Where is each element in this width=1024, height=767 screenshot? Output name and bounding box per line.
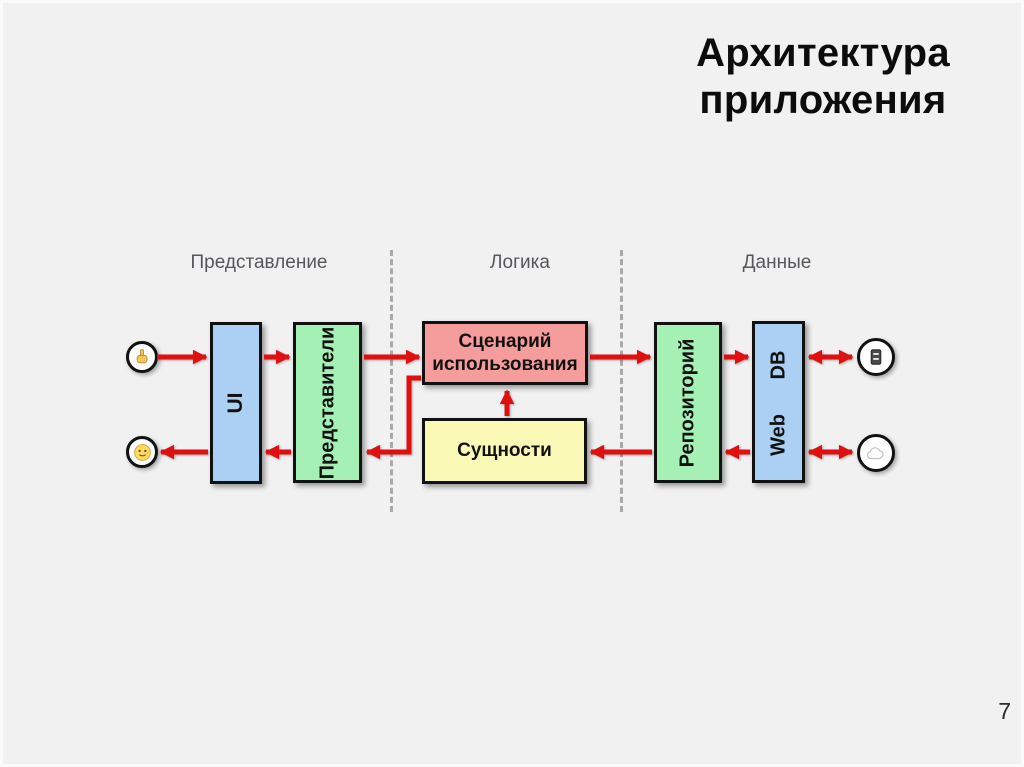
pointing-hand-icon <box>136 349 148 364</box>
database-endpoint <box>857 338 895 376</box>
title-line-1: Архитектура <box>696 31 950 75</box>
divider-presentation-logic <box>390 250 393 512</box>
node-entities-label: Сущности <box>457 440 552 461</box>
node-repository-label: Репозиторий <box>676 338 699 467</box>
user-output-endpoint <box>126 436 158 468</box>
node-web-db: DB Web <box>752 321 805 483</box>
node-presenters-label: Представители <box>316 326 338 479</box>
section-label-logic: Логика <box>490 252 550 273</box>
page-title: Архитектура приложения <box>623 30 1023 124</box>
smiley-face-icon <box>133 443 151 461</box>
file-cabinet-icon <box>870 349 882 365</box>
node-ui-label: UI <box>224 392 247 414</box>
node-db-label: DB <box>767 350 789 379</box>
cloud-icon <box>866 446 884 459</box>
node-ui: UI <box>210 322 262 484</box>
divider-logic-data <box>620 250 623 512</box>
section-label-presentation: Представление <box>190 252 328 273</box>
node-presenters: Представители <box>293 322 362 483</box>
node-use-case-label-line2: использования <box>432 354 578 375</box>
section-label-data: Данные <box>742 252 812 273</box>
node-repository: Репозиторий <box>654 322 722 483</box>
node-web-label: Web <box>767 413 789 456</box>
page-number: 7 <box>998 698 1011 724</box>
user-input-endpoint <box>126 341 158 373</box>
title-line-2: приложения <box>699 78 947 122</box>
node-use-case: Сценарий использования <box>422 321 588 385</box>
arrow-usecase-to-presenters-elbow <box>365 375 421 460</box>
node-use-case-label-line1: Сценарий <box>458 331 552 352</box>
cloud-endpoint <box>857 434 895 472</box>
node-entities: Сущности <box>422 418 587 484</box>
